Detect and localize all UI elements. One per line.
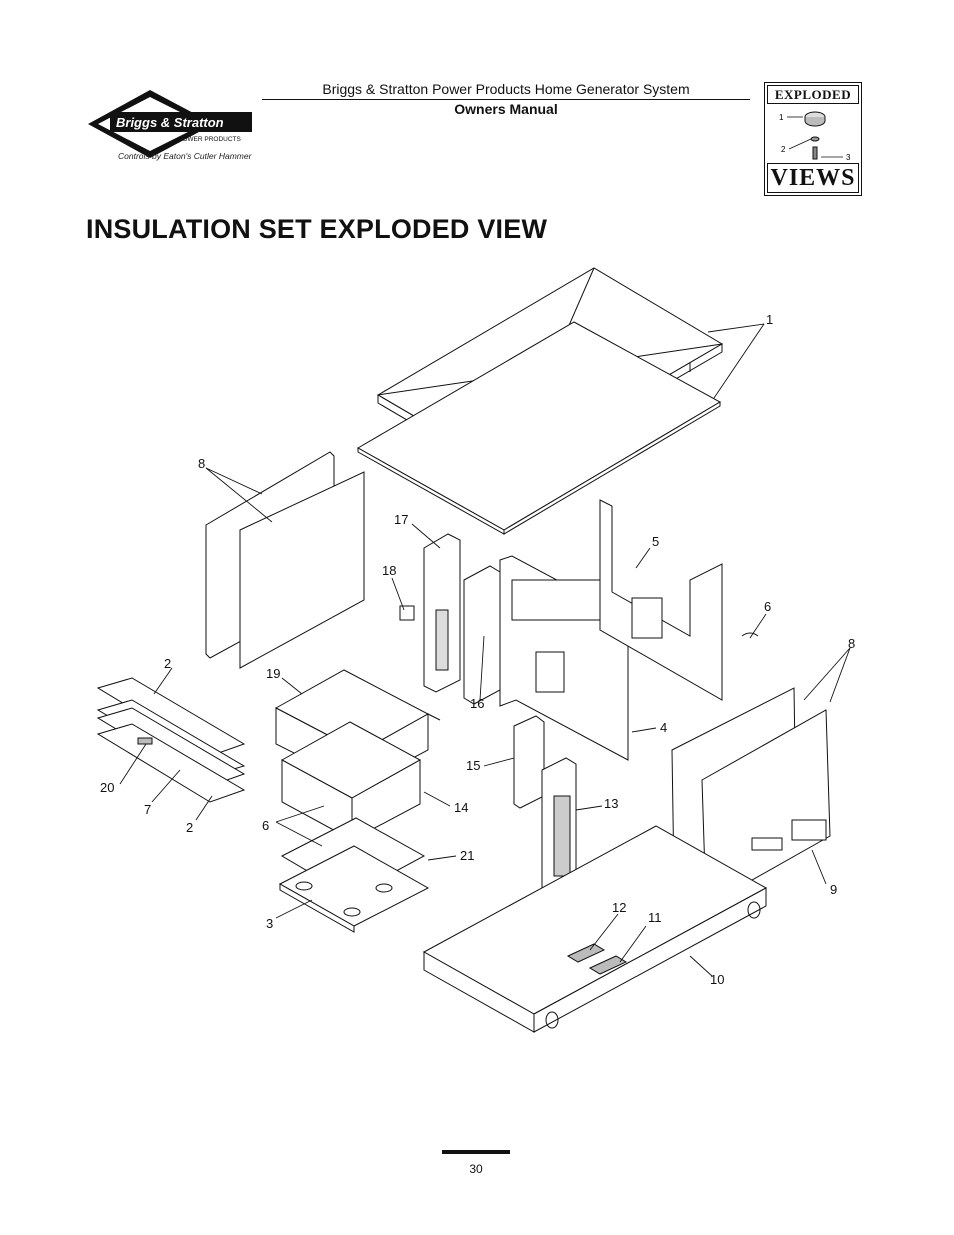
part-15-block — [513, 715, 545, 809]
callout-18: 18 — [382, 563, 396, 578]
part-16-bracket — [463, 565, 501, 705]
part-6-clip-right — [741, 632, 759, 637]
part-10-base — [422, 825, 768, 1033]
callout-8-right: 8 — [848, 636, 855, 651]
callout-2-top: 2 — [164, 656, 171, 671]
badge-bottom-label: VIEWS — [767, 163, 859, 193]
leader-lines — [119, 323, 851, 977]
header-title: Briggs & Stratton Power Products Home Ge… — [322, 81, 690, 97]
part-18-label — [399, 605, 415, 621]
callout-20: 20 — [100, 780, 114, 795]
header-subtitle: Owners Manual — [454, 101, 558, 117]
callout-16: 16 — [470, 696, 484, 711]
callout-13: 13 — [604, 796, 618, 811]
callout-7: 7 — [144, 802, 151, 817]
part-4-panel — [499, 555, 629, 761]
part-19-14-enclosure — [274, 669, 441, 841]
insulation-set-exploded-diagram: 1 8 17 18 5 6 8 2 19 16 4 15 13 20 14 7 … — [96, 267, 855, 1033]
logo-sub-text: POWER PRODUCTS — [178, 136, 242, 143]
hardware-icon: 1 2 3 — [779, 111, 851, 162]
callout-14: 14 — [454, 800, 468, 815]
part-8-right-panels — [671, 687, 831, 907]
logo-tagline: Controls by Eaton's Cutler Hammer — [118, 151, 252, 161]
callout-6-left: 6 — [262, 818, 269, 833]
callout-5: 5 — [652, 534, 659, 549]
briggs-stratton-logo: Briggs & Stratton POWER PRODUCTS — [88, 90, 252, 158]
callout-15: 15 — [466, 758, 480, 773]
badge-label-2: 2 — [781, 145, 786, 154]
badge-label-3: 3 — [846, 153, 851, 162]
part-8-left-panels — [205, 451, 365, 669]
exploded-views-badge: EXPLODED 1 2 3 VIEWS — [764, 82, 862, 196]
callout-3: 3 — [266, 916, 273, 931]
callout-2-bottom: 2 — [186, 820, 193, 835]
callout-8-left: 8 — [198, 456, 205, 471]
footer-bar — [442, 1150, 510, 1154]
page-title: INSULATION SET EXPLODED VIEW — [86, 214, 548, 244]
logo-brand-text: Briggs & Stratton — [116, 115, 224, 130]
callout-4: 4 — [660, 720, 667, 735]
part-17-strip — [423, 533, 461, 693]
part-21-3-plates — [278, 817, 430, 933]
part-1-roof — [356, 267, 723, 535]
part-13-louver — [541, 757, 577, 903]
callout-19: 19 — [266, 666, 280, 681]
callout-1: 1 — [766, 312, 773, 327]
callout-6-right: 6 — [764, 599, 771, 614]
callout-11: 11 — [648, 910, 662, 925]
header-divider — [262, 99, 750, 100]
callout-9: 9 — [830, 882, 837, 897]
part-5-back-panel — [599, 499, 723, 701]
badge-top-label: EXPLODED — [767, 85, 859, 104]
page-number: 30 — [469, 1162, 483, 1176]
badge-label-1: 1 — [779, 113, 784, 122]
callout-10: 10 — [710, 972, 724, 987]
callout-12: 12 — [612, 900, 626, 915]
callout-17: 17 — [394, 512, 408, 527]
callout-21: 21 — [460, 848, 474, 863]
part-2-20-7-strips — [96, 677, 246, 803]
